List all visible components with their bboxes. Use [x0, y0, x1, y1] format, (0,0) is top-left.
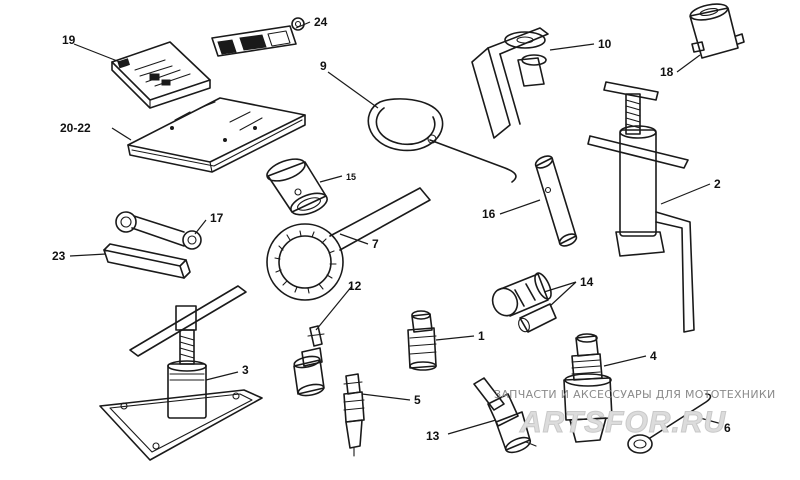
callout-3: 3	[242, 363, 249, 377]
part-15-sleeve	[266, 158, 328, 216]
callout-14: 14	[580, 275, 594, 289]
part-12-extractor	[293, 325, 325, 397]
callout-15: 15	[346, 172, 356, 182]
callout-6: 6	[724, 421, 731, 435]
callout-18: 18	[660, 65, 674, 79]
watermark-tagline: ЗАПЧАСТИ И АКСЕССУАРЫ ДЛЯ МОТОТЕХНИКИ	[494, 388, 776, 401]
part-1-adapter	[407, 310, 437, 371]
callout-9: 9	[320, 59, 327, 73]
part-7-pin-wrench	[266, 187, 431, 301]
part-14-coupling	[491, 272, 557, 333]
part-24-pouch	[211, 17, 305, 57]
part-3-press	[99, 285, 263, 461]
callout-13: 13	[426, 429, 440, 443]
part-16-socket-wrench	[534, 155, 578, 247]
callout-4: 4	[650, 349, 657, 363]
callout-17: 17	[210, 211, 224, 225]
part-18-socket	[689, 3, 745, 59]
callout-19: 19	[62, 33, 76, 47]
part-20-22-case	[127, 97, 306, 173]
callout-1: 1	[478, 329, 485, 343]
part-2-puller	[587, 81, 695, 333]
watermark: ЗАПЧАСТИ И АКСЕССУАРЫ ДЛЯ МОТОТЕХНИКИ AR…	[494, 388, 776, 440]
callout-23: 23	[52, 249, 66, 263]
callout-2: 2	[714, 177, 721, 191]
part-19-manual	[111, 41, 211, 109]
part-5-plug-tool	[343, 373, 365, 457]
callout-16: 16	[482, 207, 496, 221]
callout-5: 5	[414, 393, 421, 407]
part-6-hook	[627, 393, 712, 454]
callout-labels: 19 24 20-22 15 9 10 18 2 16 17 23 7 14 1…	[52, 15, 731, 443]
part-9-wire-tool	[367, 98, 517, 183]
callout-10: 10	[598, 37, 612, 51]
part-17-ring-spanner	[115, 211, 202, 250]
callout-24: 24	[314, 15, 328, 29]
part-13-puller	[473, 377, 537, 454]
leader-lines	[69, 21, 723, 435]
part-4-extractor	[563, 333, 613, 443]
watermark-logo: ARTSFOR.RU	[519, 406, 726, 439]
callout-7: 7	[372, 237, 379, 251]
part-10-bracket	[471, 27, 549, 139]
callout-20-22: 20-22	[60, 121, 91, 135]
part-23-bar	[103, 243, 191, 279]
callout-12: 12	[348, 279, 362, 293]
